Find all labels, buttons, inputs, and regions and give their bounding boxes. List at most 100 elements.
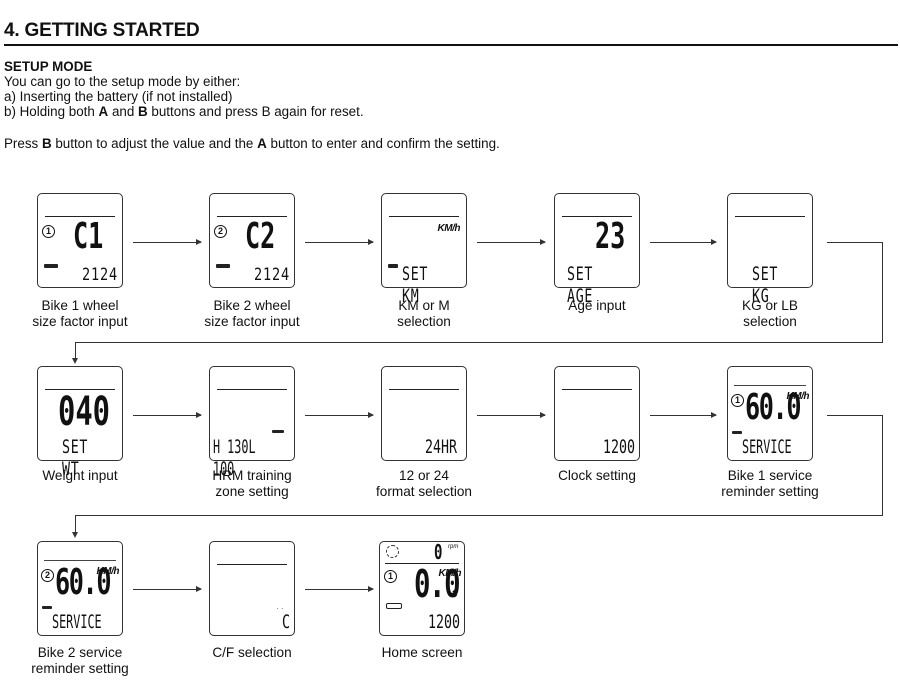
flow-arrow bbox=[133, 411, 202, 419]
button-b-ref: B bbox=[138, 104, 148, 119]
up-down-arrow-icon: ⇕ bbox=[450, 589, 459, 600]
lcd-main-value: C2 bbox=[245, 216, 276, 257]
kmh-unit: KM/h bbox=[438, 568, 462, 579]
lcd-hour-format: 24HR bbox=[381, 366, 467, 461]
lcd-tick-bar bbox=[734, 385, 806, 386]
bike-indicator-icon bbox=[42, 606, 52, 609]
caption-line: 12 or 24 bbox=[399, 468, 449, 483]
caption-line: KM or M bbox=[398, 298, 450, 313]
kmh-unit: KM/h bbox=[786, 391, 810, 402]
text-span: b) Holding both bbox=[4, 104, 99, 119]
connector-line bbox=[882, 415, 884, 516]
connector-line bbox=[75, 515, 77, 533]
connector-line bbox=[75, 515, 883, 517]
button-a-ref: A bbox=[257, 136, 267, 151]
button-a-ref: A bbox=[98, 104, 109, 119]
caption-line: Bike 2 service bbox=[37, 645, 123, 660]
lcd-divider bbox=[217, 564, 287, 566]
caption-line: Bike 2 wheel bbox=[213, 298, 291, 313]
lcd-bike2-service: 2 60.0 KM/h SERVICE bbox=[37, 541, 123, 636]
lcd-main-value: 60.0 bbox=[745, 387, 801, 428]
blink-marks-icon: · · bbox=[276, 604, 284, 613]
bike-1-icon: 1 bbox=[731, 394, 744, 407]
lcd-clock-setting: 1200 bbox=[554, 366, 640, 461]
caption-line: HRM training bbox=[212, 468, 292, 483]
lcd-tick-bar bbox=[44, 560, 116, 561]
connector-line bbox=[827, 242, 883, 244]
bike-indicator-icon bbox=[44, 264, 58, 268]
caption-line: selection bbox=[397, 313, 451, 329]
lcd-km-selection: KM/h SET KM bbox=[381, 193, 467, 307]
lcd-bike1-service: 1 60.0 KM/h SERVICE bbox=[727, 366, 813, 461]
kmh-unit: KM/h bbox=[96, 566, 120, 577]
lcd-main-value: 60.0 bbox=[55, 562, 111, 603]
lcd-bottom-value: SET AGE bbox=[567, 263, 594, 307]
flow-arrow bbox=[305, 585, 374, 593]
lcd-divider bbox=[385, 563, 459, 565]
lcd-bottom-value: SERVICE bbox=[742, 436, 792, 458]
kmh-unit: KM/h bbox=[437, 223, 461, 234]
text-span: and bbox=[108, 104, 139, 119]
lcd-divider bbox=[45, 389, 115, 391]
section-title: 4. GETTING STARTED bbox=[4, 20, 200, 41]
connector-line bbox=[882, 242, 884, 343]
flow-arrow bbox=[477, 238, 546, 246]
text-span: buttons and press B again for reset. bbox=[147, 104, 364, 119]
instructions: Press B button to adjust the value and t… bbox=[4, 136, 500, 151]
caption-line: Clock setting bbox=[558, 468, 636, 483]
connector-line bbox=[75, 342, 77, 359]
caption-line: zone setting bbox=[215, 483, 289, 499]
lcd-divider bbox=[217, 389, 287, 391]
caption-age-input: Age input bbox=[522, 298, 672, 314]
caption-line: C/F selection bbox=[212, 645, 292, 660]
lcd-hrm-zone: H 130L 100 bbox=[209, 366, 295, 480]
text-span: Press bbox=[4, 136, 42, 151]
speed-value: 0.0 bbox=[414, 562, 461, 606]
lcd-divider bbox=[217, 216, 287, 218]
bike-1-icon: 1 bbox=[42, 225, 55, 238]
cadence-icon bbox=[386, 545, 399, 558]
setup-mode-heading: SETUP MODE bbox=[4, 59, 93, 74]
lcd-bottom-value: C bbox=[282, 611, 291, 633]
cadence-value: 0 bbox=[434, 540, 443, 564]
title-rule bbox=[4, 44, 898, 46]
lcd-divider bbox=[45, 216, 115, 218]
lcd-bottom-value: 2124 bbox=[82, 265, 118, 285]
caption-cf-selection: C/F selection bbox=[177, 645, 327, 661]
lcd-main-value: 23 bbox=[595, 216, 626, 257]
caption-line: reminder setting bbox=[31, 660, 129, 676]
bike-2-icon: 2 bbox=[41, 569, 54, 582]
lcd-bike1-wheel: 1 C1 2124 bbox=[37, 193, 123, 288]
lcd-kg-selection: SET KG bbox=[727, 193, 813, 307]
flow-arrow bbox=[477, 411, 546, 419]
flow-arrow bbox=[650, 238, 717, 246]
option-b: b) Holding both A and B buttons and pres… bbox=[4, 104, 364, 119]
caption-line: Bike 1 wheel bbox=[41, 298, 119, 313]
flow-arrow bbox=[133, 238, 202, 246]
battery-icon bbox=[386, 603, 402, 609]
caption-line: Age input bbox=[568, 298, 626, 313]
caption-line: size factor input bbox=[204, 313, 300, 329]
bike-indicator-icon bbox=[732, 431, 742, 434]
lcd-main-value: C1 bbox=[73, 216, 104, 257]
lcd-divider bbox=[389, 216, 459, 218]
lcd-divider bbox=[389, 389, 459, 391]
lcd-weight-input: 040 SET WT bbox=[37, 366, 123, 480]
bike-indicator-icon bbox=[388, 264, 398, 268]
caption-weight-input: Weight input bbox=[5, 468, 155, 484]
flow-arrow bbox=[305, 238, 374, 246]
caption-line: Weight input bbox=[42, 468, 118, 483]
lcd-divider bbox=[562, 216, 632, 218]
lcd-bottom-value: SET WT bbox=[62, 436, 89, 480]
caption-line: Bike 1 service bbox=[727, 468, 813, 483]
lcd-divider bbox=[735, 216, 805, 218]
lcd-bottom-value: SERVICE bbox=[52, 611, 102, 633]
bike-2-icon: 2 bbox=[214, 225, 227, 238]
